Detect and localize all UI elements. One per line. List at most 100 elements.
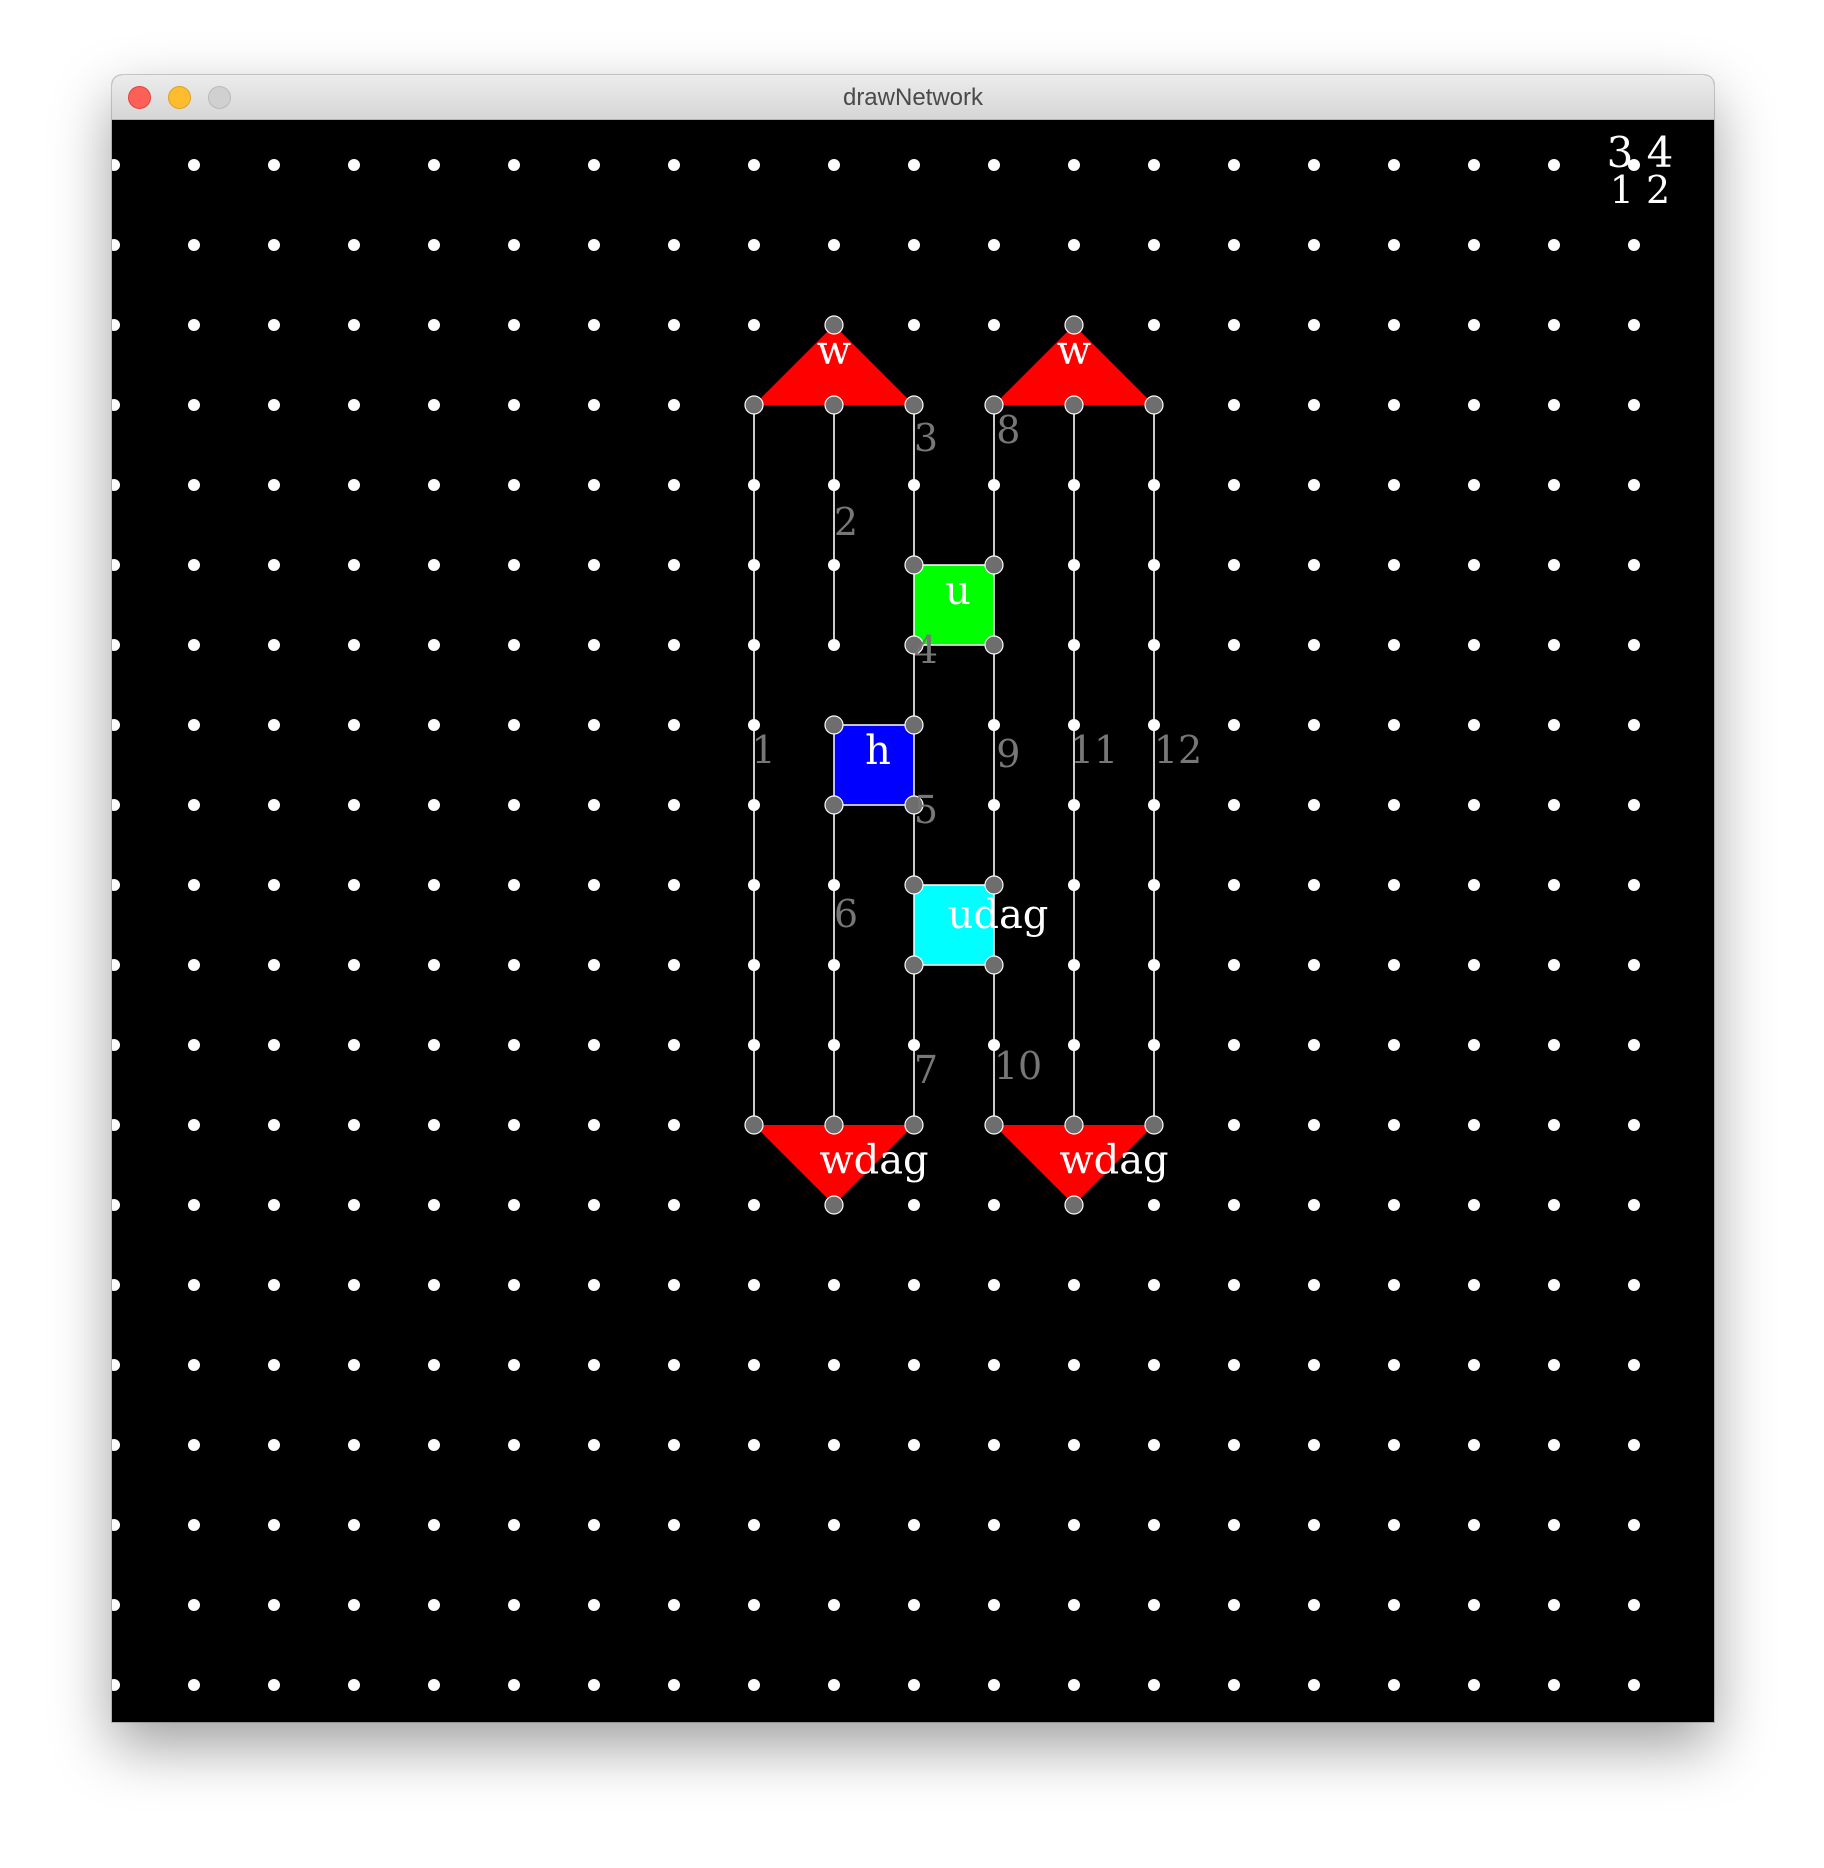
grid-dot bbox=[1068, 1359, 1080, 1371]
grid-dot bbox=[1388, 1519, 1400, 1531]
tensor-label: u bbox=[945, 568, 971, 614]
grid-dot bbox=[1468, 1199, 1480, 1211]
grid-dot bbox=[112, 639, 120, 651]
grid-dot bbox=[112, 1119, 120, 1131]
grid-dot bbox=[1388, 159, 1400, 171]
grid-dot bbox=[188, 239, 200, 251]
grid-dot bbox=[588, 959, 600, 971]
port-node bbox=[984, 555, 1004, 575]
close-button[interactable] bbox=[128, 86, 151, 109]
wire-label: 1 bbox=[752, 728, 776, 772]
grid-dot bbox=[112, 1519, 120, 1531]
grid-dot bbox=[1628, 479, 1640, 491]
grid-dot bbox=[1468, 1279, 1480, 1291]
zoom-button[interactable] bbox=[208, 86, 231, 109]
grid-dot bbox=[1628, 799, 1640, 811]
grid-dot bbox=[668, 639, 680, 651]
grid-dot bbox=[1388, 959, 1400, 971]
wire-label: 2 bbox=[834, 500, 858, 544]
port-node bbox=[824, 715, 844, 735]
grid-dot bbox=[188, 1199, 200, 1211]
grid-dot bbox=[112, 1439, 120, 1451]
tensor-h-3 bbox=[833, 724, 915, 806]
grid-dot bbox=[188, 399, 200, 411]
grid-dot bbox=[508, 1199, 520, 1211]
grid-dot bbox=[908, 1599, 920, 1611]
grid-dot bbox=[1388, 1279, 1400, 1291]
grid-dot bbox=[1468, 959, 1480, 971]
grid-dot bbox=[588, 879, 600, 891]
grid-dot bbox=[348, 1119, 360, 1131]
grid-dot bbox=[668, 959, 680, 971]
grid-dot bbox=[988, 1439, 1000, 1451]
grid-dot bbox=[1548, 399, 1560, 411]
grid-dot bbox=[268, 1359, 280, 1371]
grid-dot bbox=[1148, 159, 1160, 171]
grid-dot bbox=[1148, 1599, 1160, 1611]
grid-dot bbox=[908, 1439, 920, 1451]
grid-dot bbox=[1228, 1359, 1240, 1371]
port-node bbox=[744, 395, 764, 415]
grid-dot bbox=[508, 1519, 520, 1531]
grid-dot bbox=[508, 799, 520, 811]
grid-dot bbox=[508, 479, 520, 491]
grid-dot bbox=[1228, 719, 1240, 731]
grid-dot bbox=[1628, 879, 1640, 891]
grid-dot bbox=[428, 959, 440, 971]
grid-dot bbox=[112, 159, 120, 171]
grid-dot bbox=[668, 719, 680, 731]
grid-dot bbox=[268, 1519, 280, 1531]
grid-dot bbox=[112, 559, 120, 571]
grid-dot bbox=[1228, 1599, 1240, 1611]
grid-dot bbox=[588, 159, 600, 171]
title-bar[interactable]: drawNetwork bbox=[112, 75, 1714, 120]
grid-dot bbox=[268, 319, 280, 331]
grid-dot bbox=[348, 1679, 360, 1691]
grid-dot bbox=[1468, 1519, 1480, 1531]
grid-dot bbox=[112, 399, 120, 411]
grid-dot bbox=[588, 1599, 600, 1611]
port-node bbox=[824, 795, 844, 815]
grid-dot bbox=[112, 1039, 120, 1051]
grid-dot bbox=[668, 1439, 680, 1451]
grid-dot bbox=[908, 159, 920, 171]
grid-dot bbox=[1388, 559, 1400, 571]
grid-dot bbox=[1548, 879, 1560, 891]
grid-dot bbox=[348, 159, 360, 171]
grid-dot bbox=[1468, 719, 1480, 731]
grid-dot bbox=[112, 239, 120, 251]
grid-dot bbox=[588, 1519, 600, 1531]
port-node bbox=[1144, 395, 1164, 415]
grid-dot bbox=[1548, 1679, 1560, 1691]
port-node bbox=[824, 1115, 844, 1135]
port-node bbox=[984, 955, 1004, 975]
grid-dot bbox=[668, 559, 680, 571]
minimize-button[interactable] bbox=[168, 86, 191, 109]
grid-dot bbox=[348, 959, 360, 971]
tensor-label: wdag bbox=[1059, 1138, 1168, 1184]
grid-dot bbox=[828, 1599, 840, 1611]
grid-dot bbox=[1148, 239, 1160, 251]
grid-dot bbox=[1628, 1199, 1640, 1211]
wire-label: 7 bbox=[914, 1048, 938, 1092]
grid-dot bbox=[668, 1359, 680, 1371]
grid-dot bbox=[348, 1519, 360, 1531]
port-node bbox=[984, 635, 1004, 655]
grid-dot bbox=[112, 1199, 120, 1211]
grid-dot bbox=[588, 799, 600, 811]
grid-dot bbox=[348, 559, 360, 571]
grid-dot bbox=[1468, 159, 1480, 171]
grid-dot bbox=[1628, 559, 1640, 571]
grid-dot bbox=[1628, 1279, 1640, 1291]
tensor-label: w bbox=[817, 328, 851, 374]
grid-dot bbox=[1548, 239, 1560, 251]
grid-dot bbox=[428, 1279, 440, 1291]
wire-label: 12 bbox=[1154, 728, 1202, 772]
grid-dot bbox=[588, 239, 600, 251]
grid-dot bbox=[1548, 159, 1560, 171]
grid-dot bbox=[188, 159, 200, 171]
tensor-layer bbox=[754, 325, 1154, 1205]
